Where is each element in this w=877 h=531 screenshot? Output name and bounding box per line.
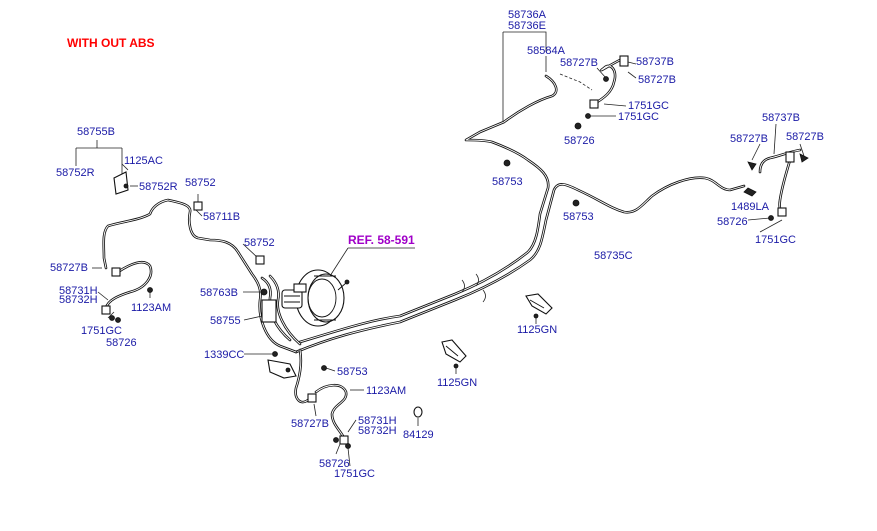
part-label: 58752R xyxy=(139,181,178,193)
clip-icon xyxy=(799,153,809,163)
clip-icon xyxy=(747,161,757,171)
part-label: 58737B xyxy=(762,112,800,124)
clip-icon xyxy=(333,437,339,443)
clip-icon xyxy=(109,315,115,321)
part-label: 58727B xyxy=(730,133,768,145)
brake-hose-icon xyxy=(758,148,802,217)
master-cylinder-icon xyxy=(281,283,307,309)
brake-hose-icon xyxy=(307,383,349,445)
part-label: 58726 xyxy=(319,458,350,470)
bracket-icon xyxy=(441,339,467,363)
part-label: 58752 xyxy=(185,177,216,189)
part-label: 58736A xyxy=(508,9,547,21)
part-label: 58731H xyxy=(358,415,397,427)
label-leader xyxy=(195,194,272,355)
brake-hose-icon xyxy=(101,260,153,315)
label-leader xyxy=(313,367,364,467)
part-label: 58727B xyxy=(638,74,676,86)
part-label: 1123AM xyxy=(366,385,406,397)
part-label: 1489LA xyxy=(731,201,770,213)
part-label: 58726 xyxy=(717,216,748,228)
bolt-icon xyxy=(147,287,153,293)
part-label: 58726 xyxy=(106,337,137,349)
clip-icon xyxy=(261,299,277,323)
part-label: 58736E xyxy=(508,20,546,32)
part-label: 58731H xyxy=(59,285,98,297)
part-label: 58763B xyxy=(200,287,238,299)
part-label: 58753 xyxy=(337,366,368,378)
part-label: 1751GC xyxy=(618,111,659,123)
part-label: 58727B xyxy=(50,262,88,274)
clip-icon xyxy=(585,113,591,119)
part-label: 58727B xyxy=(291,418,329,430)
bolt-icon xyxy=(453,363,459,369)
clip-icon xyxy=(743,187,757,197)
part-label: 58753 xyxy=(492,176,523,188)
label-leader xyxy=(75,140,138,187)
bolt-icon xyxy=(272,351,278,357)
part-label: 58752R xyxy=(56,167,95,179)
part-label: 58732H xyxy=(358,425,397,437)
part-label: 1751GC xyxy=(334,468,375,480)
part-label: 58752 xyxy=(244,237,275,249)
label-leader xyxy=(502,31,637,122)
part-label: 58735C xyxy=(594,250,633,262)
part-label: 58726 xyxy=(564,135,595,147)
grommet-icon xyxy=(503,159,511,167)
part-label: 1125GN xyxy=(437,377,477,389)
part-labels: 58736A 58736E 58584A 58727B 58737B 58727… xyxy=(50,9,824,480)
front-right-brake-tube xyxy=(294,348,310,404)
reference-label: REF. 58-591 xyxy=(348,233,415,247)
grommet-icon xyxy=(413,406,423,418)
bolt-icon xyxy=(260,288,268,296)
clip-icon xyxy=(603,76,609,82)
part-label: 58753 xyxy=(563,211,594,223)
bolt-icon xyxy=(345,443,351,449)
part-label: 1123AM xyxy=(131,302,171,314)
bolt-icon xyxy=(574,122,582,130)
main-brake-tube xyxy=(294,74,746,354)
part-label: 58755 xyxy=(210,315,241,327)
bracket-icon xyxy=(267,359,297,379)
brake-hose-icon xyxy=(589,55,629,109)
part-label: 58732H xyxy=(59,294,98,306)
bolt-icon xyxy=(115,317,121,323)
tube-break-mark xyxy=(461,273,486,303)
part-label: 1751GC xyxy=(755,234,796,246)
part-label: 84129 xyxy=(403,429,434,441)
part-label: 1125GN xyxy=(517,324,557,336)
part-label: 58737B xyxy=(636,56,674,68)
part-label: 58711B xyxy=(203,211,240,223)
bolt-icon xyxy=(533,313,539,319)
part-label: 1751GC xyxy=(81,325,122,337)
part-label: 58755B xyxy=(77,126,115,138)
bracket-icon xyxy=(113,171,129,195)
diagram-heading: WITH OUT ABS xyxy=(67,36,155,50)
grommet-icon xyxy=(321,365,327,371)
part-label: 58727B xyxy=(560,57,598,69)
bolt-icon xyxy=(768,215,774,221)
dashed-connection xyxy=(559,73,593,91)
part-label: 58584A xyxy=(527,45,566,57)
bracket-icon xyxy=(525,293,553,315)
reference-leader xyxy=(329,247,349,277)
clip-icon xyxy=(255,255,265,265)
clip-icon xyxy=(193,201,203,211)
brake-booster-icon xyxy=(295,269,350,327)
label-leader xyxy=(747,123,805,233)
part-label: 1339CC xyxy=(204,349,244,361)
grommet-icon xyxy=(572,199,580,207)
part-label: 1125AC xyxy=(124,155,163,167)
front-left-brake-tube xyxy=(102,198,302,354)
part-label: 58727B xyxy=(786,131,824,143)
part-label: 1751GC xyxy=(628,100,669,112)
